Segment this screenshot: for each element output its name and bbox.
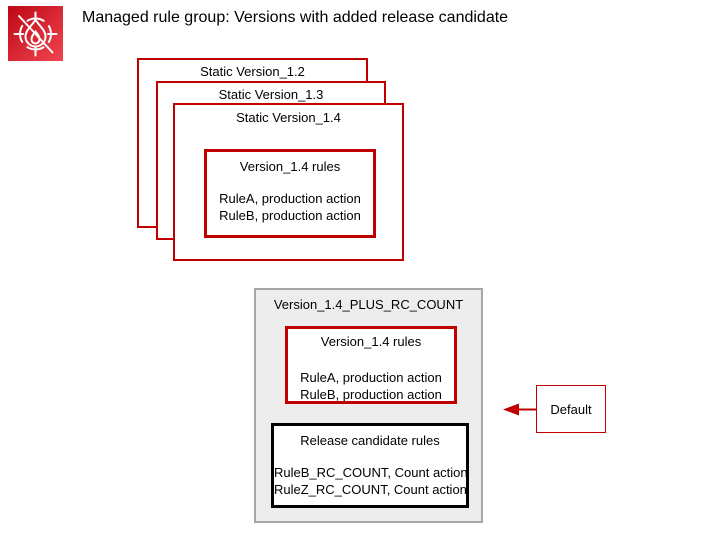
version-14-plus-rc-count-title: Version_1.4_PLUS_RC_COUNT [273, 297, 464, 312]
page-title: Managed rule group: Versions with added … [82, 9, 509, 26]
waf-icon-glyph [13, 11, 58, 57]
static-version-1-2-label: Static Version_1.2 [200, 64, 305, 79]
default-label: Default [550, 401, 592, 417]
rc-version-14-rules-title: Version_1.4 rules [320, 334, 422, 349]
version-14-rules-title: Version_1.4 rules [239, 159, 341, 174]
default-box: Default [536, 385, 606, 433]
release-candidate-rules-title: Release candidate rules [300, 433, 440, 448]
rc-version-14-rules-box: Version_1.4 rules RuleA, production acti… [285, 326, 457, 404]
rule-line: RuleZ_RC_COUNT, Count action [274, 482, 467, 497]
waf-icon [8, 6, 63, 61]
static-version-1-3-label: Static Version_1.3 [218, 87, 324, 102]
rule-line: RuleA, production action [300, 370, 442, 385]
release-candidate-rules-list: RuleB_RC_COUNT, Count action RuleZ_RC_CO… [274, 464, 468, 498]
flame-outline-icon [24, 17, 47, 48]
static-version-1-4-label: Static Version_1.4 [236, 110, 341, 125]
rule-line: RuleB_RC_COUNT, Count action [274, 465, 468, 480]
rule-line: RuleA, production action [219, 191, 361, 206]
version-14-rules-box: Version_1.4 rules RuleA, production acti… [204, 149, 376, 238]
rule-line: RuleB, production action [300, 387, 442, 402]
default-arrow-icon [503, 403, 536, 416]
version-14-rules-list: RuleA, production action RuleB, producti… [207, 190, 373, 224]
release-candidate-rules-box: Release candidate rules RuleB_RC_COUNT, … [271, 423, 469, 508]
slash-icon [18, 15, 54, 54]
flame-inner-icon [30, 29, 41, 45]
rule-line: RuleB, production action [219, 208, 361, 223]
rc-version-14-rules-list: RuleA, production action RuleB, producti… [288, 369, 454, 403]
